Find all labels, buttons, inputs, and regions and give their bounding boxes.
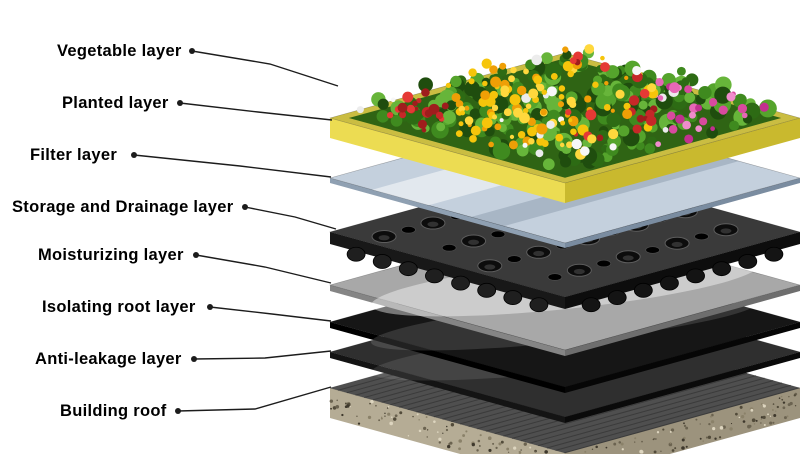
layer-vegetation — [348, 44, 782, 178]
label-anti-leakage-layer: Anti-leakage layer — [35, 350, 182, 368]
label-storage-and-drainage-layer: Storage and Drainage layer — [12, 198, 234, 216]
label-moisturizing-layer: Moisturizing layer — [38, 246, 184, 264]
leader-planted-layer — [177, 100, 333, 121]
leader-vegetable-layer — [189, 48, 339, 87]
label-planted-layer: Planted layer — [62, 94, 169, 112]
leader-building-roof — [175, 386, 332, 414]
leader-filter-layer — [131, 152, 332, 178]
label-vegetable-layer: Vegetable layer — [57, 42, 182, 60]
label-filter-layer: Filter layer — [30, 146, 118, 164]
label-isolating-root-layer: Isolating root layer — [42, 298, 196, 316]
leader-storage-and-drainage-layer — [242, 204, 337, 230]
leader-moisturizing-layer — [193, 252, 332, 284]
leader-isolating-root-layer — [207, 304, 332, 322]
leader-anti-leakage-layer — [191, 350, 332, 362]
label-building-roof: Building roof — [60, 402, 167, 420]
